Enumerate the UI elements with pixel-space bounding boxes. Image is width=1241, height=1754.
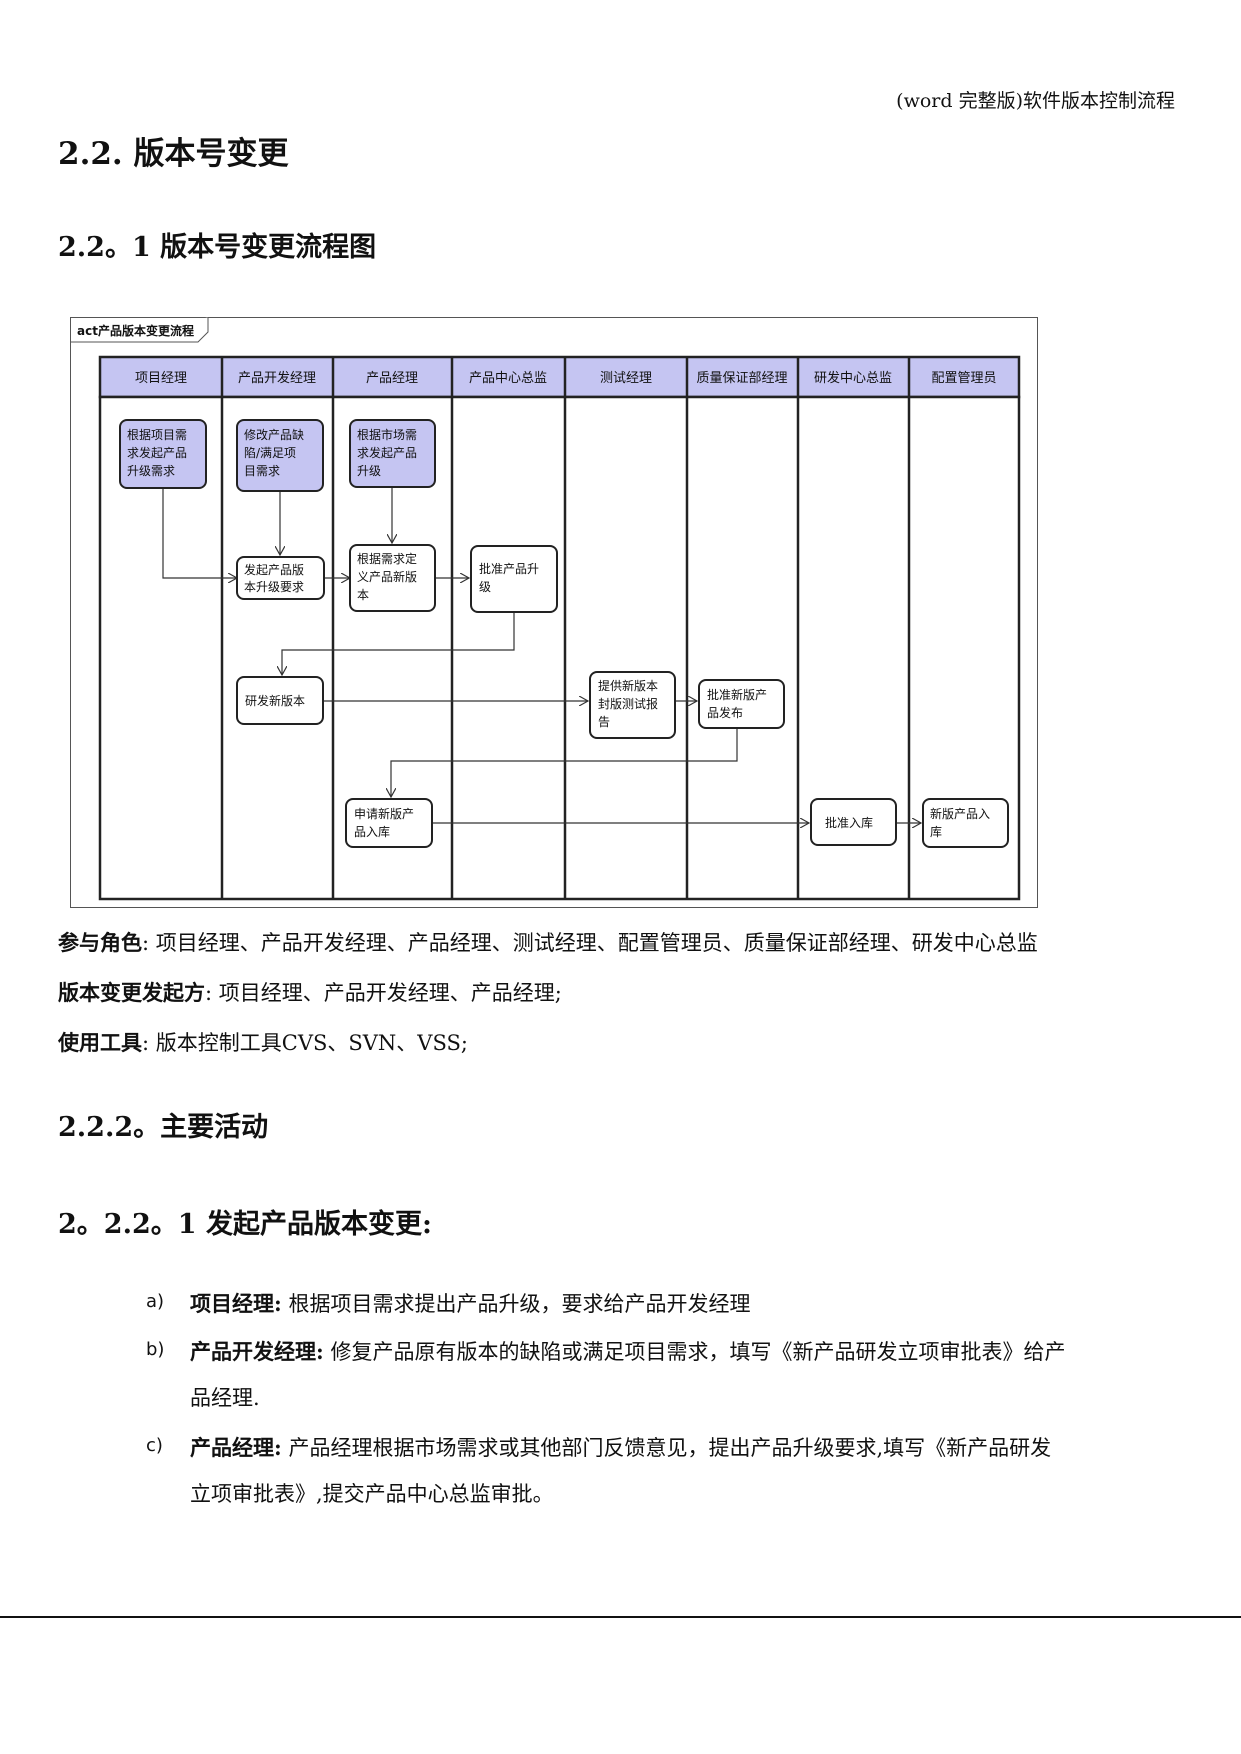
- node-n12-line1: 新版产品入: [930, 806, 990, 821]
- node-define-new-version: [349, 544, 436, 612]
- node-n7-line1: 研发新版本: [245, 693, 305, 708]
- node-initiate-upgrade-from-project: [119, 419, 207, 489]
- node-n10-line2: 品入库: [354, 824, 390, 839]
- node-n9-line2: 品发布: [707, 705, 743, 720]
- node-n6-line1: 批准产品升: [479, 561, 539, 576]
- lane-label-rd-director: 研发中心总监: [814, 370, 892, 386]
- version-change-flow-diagram: act产品版本变更流程 项目经理 产品开发经理 产品经理 产品中心总监 测试经理…: [70, 317, 1038, 908]
- node-n3-line1: 根据市场需: [357, 427, 417, 442]
- node-n10-line1: 申请新版产: [354, 806, 414, 821]
- node-request-warehousing: [345, 798, 433, 848]
- node-n3-line3: 升级: [357, 464, 381, 478]
- roles-label: 参与角色: [58, 930, 142, 955]
- frame-title-tab: [70, 317, 209, 343]
- initiators-text: : 项目经理、产品开发经理、产品经理;: [205, 981, 562, 1005]
- node-develop-new-version: [236, 676, 324, 725]
- node-n5-line3: 本: [357, 588, 369, 602]
- node-initiate-upgrade-from-market: [349, 419, 436, 488]
- frame-title: act产品版本变更流程: [77, 323, 194, 338]
- roles-text: : 项目经理、产品开发经理、产品经理、测试经理、配置管理员、质量保证部经理、研发…: [142, 931, 1038, 955]
- list-marker: b): [146, 1339, 165, 1360]
- node-n1-line3: 升级需求: [127, 464, 175, 478]
- node-n4-line1: 发起产品版: [244, 562, 304, 577]
- list-item-label: 项目经理:: [190, 1291, 282, 1316]
- subsection-title: 2.2。1 版本号变更流程图: [58, 232, 377, 263]
- edge-n6-n7: [282, 612, 515, 675]
- node-n8-line2: 封版测试报: [598, 696, 658, 711]
- edge-n1-n4: [162, 488, 237, 578]
- activities-title: 2.2.2。主要活动: [58, 1112, 269, 1143]
- node-new-version-stored: [922, 798, 1009, 848]
- tools-line: 使用工具: 版本控制工具CVS、SVN、VSS;: [58, 1027, 468, 1057]
- node-approve-upgrade: [470, 545, 558, 613]
- lane-label-product-manager: 产品经理: [366, 371, 418, 386]
- tools-text: : 版本控制工具CVS、SVN、VSS;: [142, 1031, 468, 1055]
- node-n2-line1: 修改产品缺: [244, 427, 304, 442]
- footer-rule: [0, 1616, 1241, 1618]
- initiators-line: 版本变更发起方: 项目经理、产品开发经理、产品经理;: [58, 977, 562, 1007]
- edge-n9-n10: [391, 728, 738, 797]
- tools-label: 使用工具: [58, 1030, 142, 1055]
- lane-label-config-admin: 配置管理员: [931, 371, 996, 386]
- node-n9-line1: 批准新版产: [707, 687, 767, 702]
- list-item-text: 修复产品原有版本的缺陷或满足项目需求，填写《新产品研发立项审批表》给产: [323, 1340, 1066, 1364]
- list-marker: c): [146, 1435, 163, 1456]
- node-n2-line2: 陷/满足项: [244, 445, 296, 460]
- activity-1-title: 2。2.2。1 发起产品版本变更:: [58, 1209, 432, 1240]
- lane-label-product-director: 产品中心总监: [469, 371, 547, 386]
- node-fix-defects: [236, 419, 324, 492]
- section-title: 2.2. 版本号变更: [58, 136, 289, 172]
- lane-label-test-manager: 测试经理: [600, 371, 652, 386]
- node-n3-line2: 求发起产品: [357, 445, 417, 460]
- node-n1-line2: 求发起产品: [127, 445, 187, 460]
- list-item-body: 产品开发经理: 修复产品原有版本的缺陷或满足项目需求，填写《新产品研发立项审批表…: [190, 1336, 1065, 1366]
- node-n6-line2: 级: [479, 580, 491, 594]
- list-item-body: 项目经理: 根据项目需求提出产品升级，要求给产品开发经理: [190, 1288, 750, 1318]
- lane-label-qa-manager: 质量保证部经理: [696, 371, 787, 386]
- list-item-text: 根据项目需求提出产品升级，要求给产品开发经理: [281, 1292, 751, 1316]
- node-n5-line2: 义产品新版: [357, 569, 417, 584]
- node-provide-test-report: [589, 671, 676, 739]
- list-item-text: 产品经理根据市场需求或其他部门反馈意见，提出产品升级要求,填写《新产品研发: [281, 1436, 1052, 1460]
- node-request-version-upgrade: [236, 556, 325, 600]
- node-approve-release: [698, 679, 785, 729]
- list-item-body: 产品经理: 产品经理根据市场需求或其他部门反馈意见，提出产品升级要求,填写《新产…: [190, 1432, 1051, 1462]
- list-marker: a): [146, 1291, 165, 1312]
- node-n5-line1: 根据需求定: [357, 551, 417, 566]
- node-n1-line1: 根据项目需: [127, 428, 187, 442]
- lane-label-dev-manager: 产品开发经理: [238, 370, 316, 386]
- initiators-label: 版本变更发起方: [58, 980, 205, 1005]
- header-note: (word 完整版)软件版本控制流程: [896, 90, 1175, 112]
- node-n12-line2: 库: [930, 824, 942, 839]
- list-item-label: 产品开发经理:: [190, 1339, 324, 1364]
- lane-header-band: [98, 355, 1021, 399]
- list-item-continuation: 立项审批表》,提交产品中心总监审批。: [190, 1482, 554, 1506]
- roles-line: 参与角色: 项目经理、产品开发经理、产品经理、测试经理、配置管理员、质量保证部经…: [58, 927, 1038, 957]
- node-approve-warehousing: [810, 798, 897, 846]
- list-item-continuation: 品经理.: [190, 1386, 260, 1410]
- node-n2-line3: 目需求: [244, 464, 280, 478]
- node-n4-line2: 本升级要求: [244, 580, 304, 594]
- node-n8-line3: 告: [598, 715, 610, 729]
- lane-label-project-manager: 项目经理: [135, 371, 187, 386]
- node-n11-line1: 批准入库: [825, 815, 873, 830]
- list-item-label: 产品经理:: [190, 1435, 282, 1460]
- node-n8-line1: 提供新版本: [598, 678, 658, 693]
